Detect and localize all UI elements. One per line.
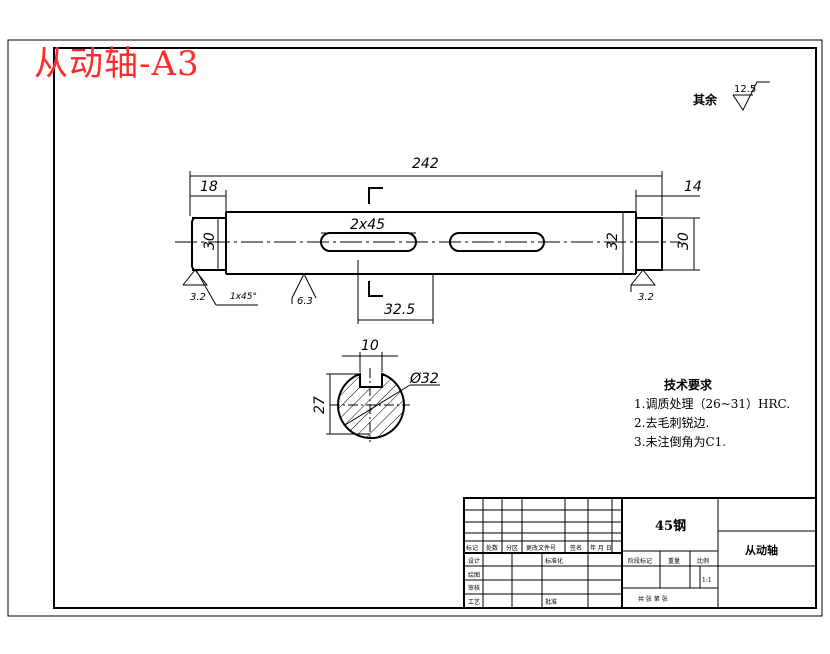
roughness-left-text: 3.2 [190, 292, 206, 303]
chamfer-note: 1x45° [195, 269, 258, 306]
dim-right-dia-text: 30 [676, 232, 692, 250]
section-diameter-text: Ø32 [409, 371, 439, 387]
tb-designer: 设计 [468, 557, 480, 565]
material-text: 45钢 [655, 518, 686, 534]
tb-scale: 比例 [697, 557, 709, 565]
tb-label-date: 年 月 日 [590, 544, 612, 552]
dim-keyway-pos: 32.5 [357, 260, 434, 324]
tb-label-sign: 签名 [570, 544, 582, 552]
dim-mid-dia-text: 32 [605, 232, 621, 250]
section-key-width-text: 10 [361, 338, 379, 354]
drawing-title-overlay: 从动轴-A3 [34, 44, 200, 84]
roughness-mid-text: 6.3 [297, 296, 313, 307]
tb-label-change-doc: 更改文件号 [526, 544, 556, 552]
section-cut-marker [368, 187, 383, 297]
tb-stage: 阶段标记 [628, 557, 652, 565]
tb-label-zone: 分区 [506, 544, 518, 552]
section-depth-text: 27 [312, 396, 328, 414]
section-view: 10 27 Ø32 [312, 338, 440, 442]
tb-label-mark: 标记 [466, 544, 478, 552]
dim-keyway: 2x45 [321, 217, 416, 234]
roughness-left: 3.2 [182, 269, 209, 303]
roughness-right-text: 3.2 [638, 292, 654, 303]
chamfer-text: 1x45° [230, 292, 257, 302]
dim-left-dia-text: 30 [202, 232, 218, 250]
dim-right-step: 14 [635, 179, 702, 212]
dim-left-step: 18 [190, 179, 227, 212]
roughness-right: 3.2 [630, 269, 657, 303]
tb-approved: 批准 [545, 598, 557, 606]
keyway-right [449, 232, 545, 252]
tb-label-count: 处数 [486, 544, 498, 552]
dim-mid-dia: 32 [605, 212, 624, 274]
roughness-symbol-other: 12.5 [732, 81, 770, 111]
dim-overall-length-text: 242 [412, 156, 439, 172]
tb-sheets: 共 张 第 张 [638, 595, 668, 603]
dim-keyway-pos-text: 32.5 [384, 302, 415, 318]
tb-drawn: 绘图 [468, 571, 480, 579]
tb-checked: 审核 [468, 584, 480, 592]
title-block [463, 497, 817, 609]
dim-right-dia: 30 [662, 217, 700, 271]
inner-border [53, 47, 817, 609]
part-name-text: 从动轴 [745, 543, 778, 557]
technical-requirements: 技术要求 1.调质处理（26~31）HRC. 2.去毛刺锐边. 3.未注倒角为C… [634, 376, 790, 452]
outer-border [7, 39, 823, 617]
tech-item-3: 3.未注倒角为C1. [634, 435, 727, 449]
tb-process: 工艺 [468, 598, 480, 606]
roughness-other-value: 12.5 [734, 84, 756, 95]
roughness-other-label: 其余 [693, 93, 718, 107]
tech-item-1: 1.调质处理（26~31）HRC. [634, 397, 791, 411]
shaft-outline [191, 211, 663, 275]
tb-standardized: 标准化 [545, 557, 563, 565]
dim-left-dia: 30 [202, 218, 219, 270]
dim-keyway-text: 2x45 [350, 217, 385, 233]
tech-item-2: 2.去毛刺锐边. [634, 416, 710, 430]
tech-heading: 技术要求 [664, 378, 713, 392]
dim-overall-length: 242 [189, 156, 663, 216]
dim-left-step-text: 18 [200, 179, 218, 195]
roughness-mid: 6.3 [291, 272, 317, 307]
tb-scale-value: 1:1 [702, 577, 712, 584]
tb-weight: 重量 [668, 557, 680, 565]
dim-right-step-text: 14 [684, 179, 702, 195]
